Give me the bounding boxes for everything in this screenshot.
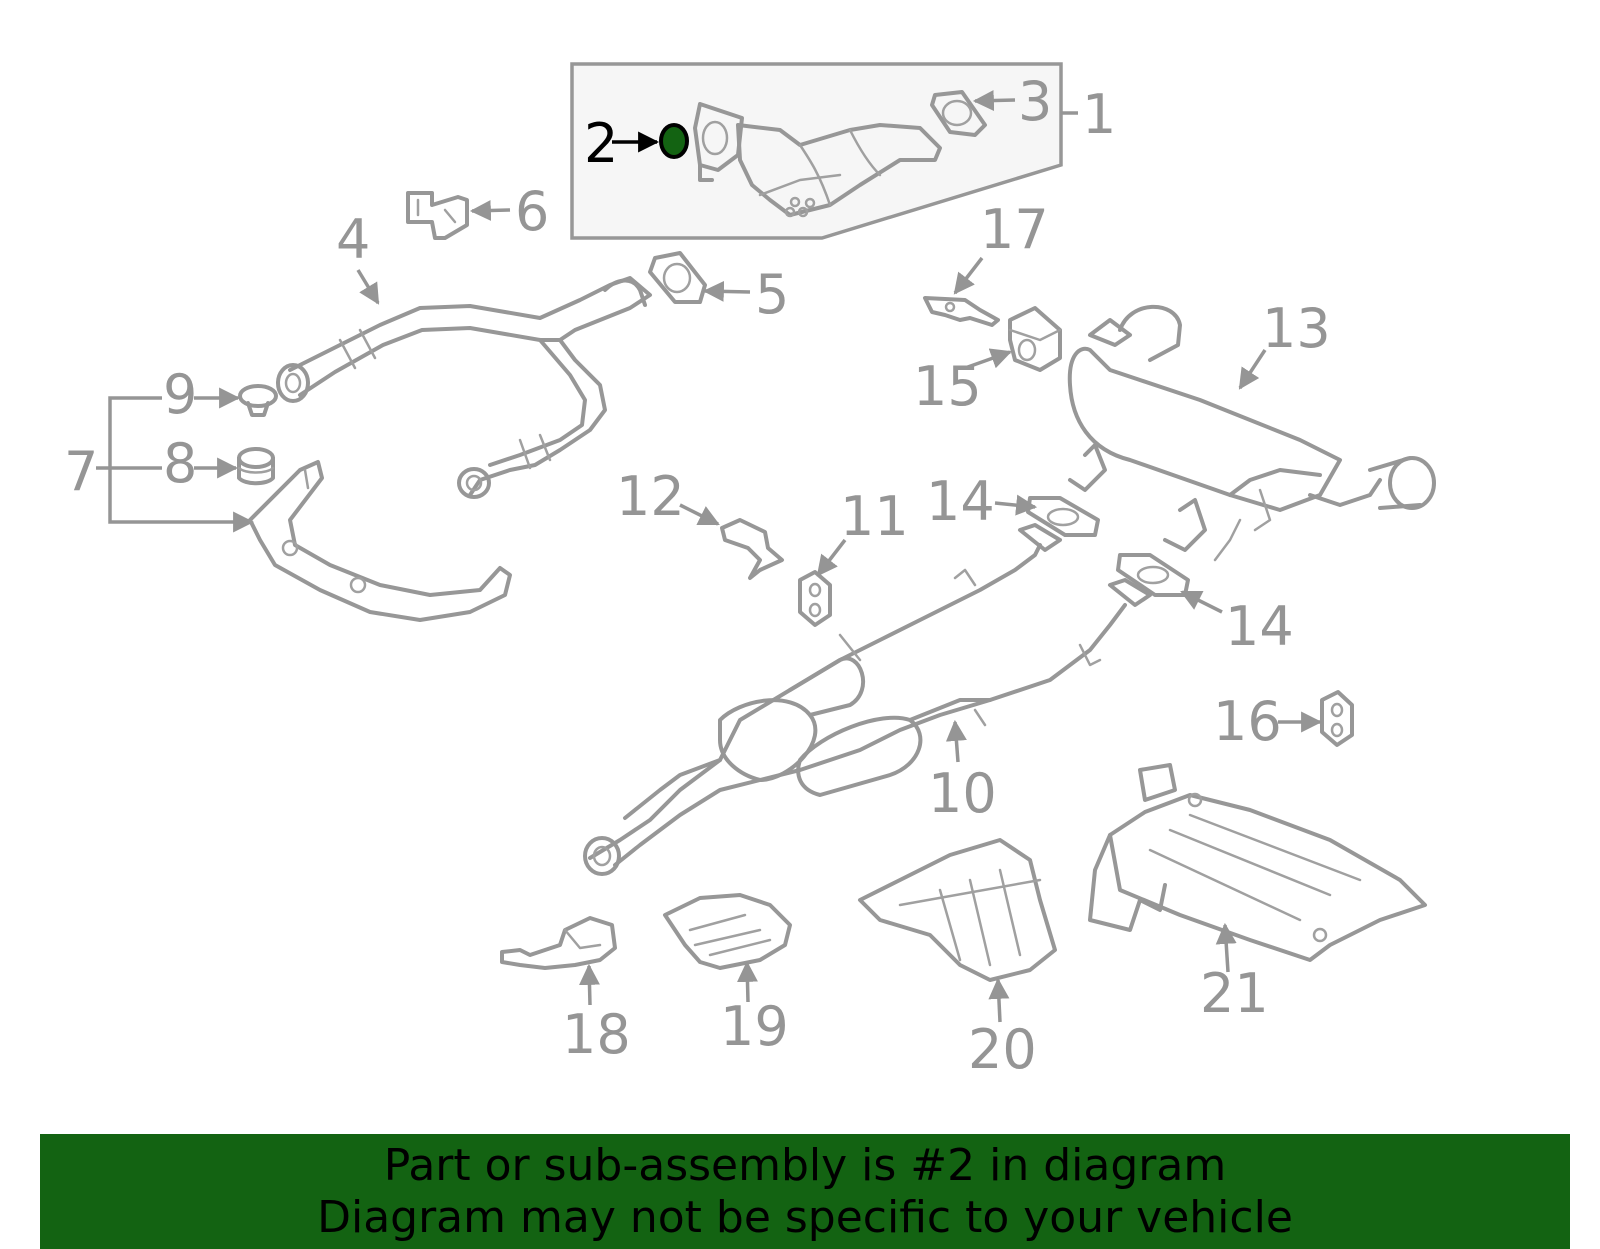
callout-11: 11 [840,485,909,548]
banner-line-2: Diagram may not be specific to your vehi… [317,1192,1293,1243]
gasket-14b[interactable] [1116,553,1190,597]
callout-19: 19 [720,995,789,1058]
callout-14a: 14 [926,470,995,533]
gasket-14a[interactable] [1026,496,1100,537]
heat-shield-19[interactable] [663,893,792,970]
hanger-15[interactable] [1008,306,1062,372]
rear-muffler-13[interactable] [1067,304,1436,562]
callout-17: 17 [980,198,1049,261]
callout-13: 13 [1262,297,1331,360]
callout-8: 8 [163,432,197,495]
insulator-9[interactable] [238,384,278,417]
heat-shield-20[interactable] [858,838,1057,982]
heat-shield-21[interactable] [1088,763,1427,962]
callout-3: 3 [1018,70,1052,133]
callout-15: 15 [913,355,982,418]
hanger-11[interactable] [798,570,832,627]
callout-20: 20 [968,1018,1037,1081]
callout-21: 21 [1200,962,1269,1025]
part-2-highlight[interactable] [659,123,689,159]
callout-2: 2 [584,112,618,175]
assembly-1-box [570,62,1063,240]
callout-16: 16 [1213,690,1282,753]
info-banner: Part or sub-assembly is #2 in diagram Di… [40,1134,1570,1249]
gasket-5[interactable] [648,251,707,304]
bracket-6[interactable] [406,191,469,240]
callout-6: 6 [515,180,549,243]
callout-9: 9 [163,363,197,426]
callout-14b: 14 [1225,595,1294,658]
callout-18: 18 [562,1003,631,1066]
callout-7: 7 [64,440,98,503]
callout-5: 5 [755,263,789,326]
callout-10: 10 [928,762,997,825]
hanger-16[interactable] [1320,690,1354,747]
gasket-3[interactable] [930,90,987,137]
banner-line-1: Part or sub-assembly is #2 in diagram [383,1140,1227,1191]
support-bar-7[interactable] [248,460,512,622]
bracket-17[interactable] [923,296,1000,327]
y-pipe-4[interactable] [276,276,652,499]
callout-12: 12 [616,465,685,528]
heat-shield-18[interactable] [500,916,617,970]
catalytic-converter[interactable] [693,102,942,218]
center-pipe-10[interactable] [583,523,1152,876]
callout-1: 1 [1082,83,1116,146]
insulator-8[interactable] [237,447,275,486]
bracket-12[interactable] [720,518,784,580]
callout-4: 4 [336,208,370,271]
